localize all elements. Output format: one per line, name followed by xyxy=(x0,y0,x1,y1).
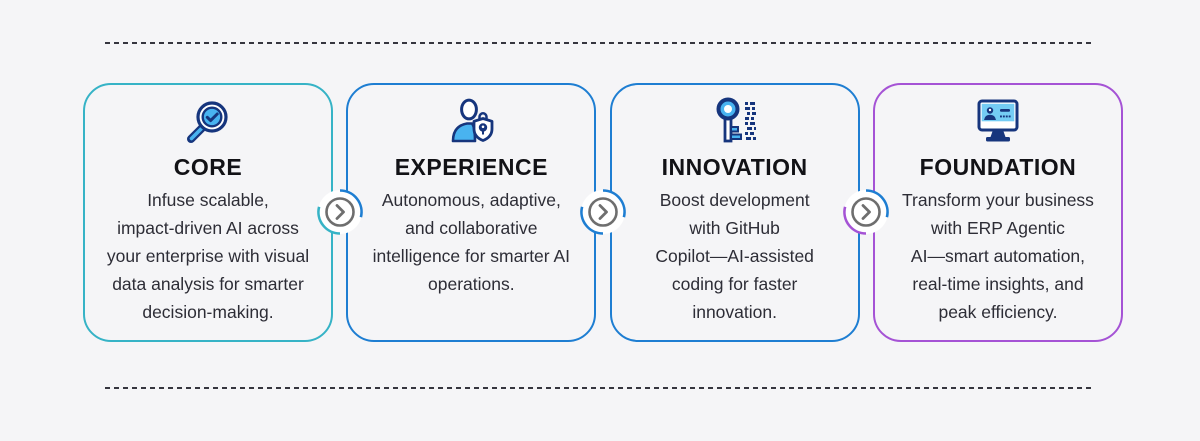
card-foundation: FOUNDATION Transform your business with … xyxy=(872,83,1123,342)
next-chevron-icon xyxy=(317,189,363,235)
top-dashed-divider xyxy=(105,42,1091,44)
card-description: Infuse scalable, impact-driven AI across… xyxy=(106,190,310,322)
card-description: Boost development with GitHub Copilot—AI… xyxy=(655,190,814,322)
card-title: FOUNDATION xyxy=(919,154,1077,180)
card-title: INNOVATION xyxy=(661,154,808,180)
card-description: Transform your business with ERP Agentic… xyxy=(902,190,1094,322)
card-experience: EXPERIENCE Autonomous, adaptive, and col… xyxy=(346,83,597,342)
monitor-id-icon xyxy=(883,93,1113,151)
next-chevron-icon xyxy=(580,189,626,235)
card-title: EXPERIENCE xyxy=(394,154,548,180)
card-title: CORE xyxy=(173,154,243,180)
card-description: Autonomous, adaptive, and collaborative … xyxy=(372,190,571,294)
bottom-dashed-divider xyxy=(105,387,1091,389)
card-innovation: INNOVATION Boost development with GitHub… xyxy=(609,83,860,342)
user-shield-lock-icon xyxy=(356,93,586,151)
card-core: CORE Infuse scalable, impact-driven AI a… xyxy=(83,83,333,342)
key-data-icon xyxy=(620,93,850,151)
next-chevron-icon xyxy=(843,189,889,235)
magnifier-check-icon xyxy=(93,93,323,151)
cards-row: CORE Infuse scalable, impact-driven AI a… xyxy=(83,83,1123,342)
